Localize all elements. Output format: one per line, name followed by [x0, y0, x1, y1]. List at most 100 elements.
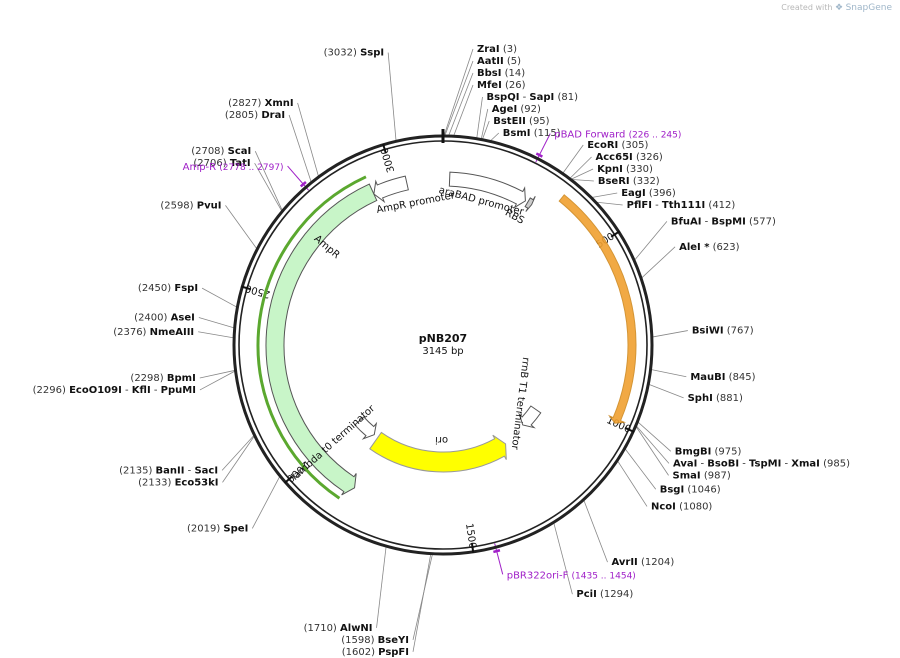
- restriction-site-label[interactable]: (2400) AseI: [134, 313, 195, 324]
- restriction-site-label[interactable]: PciI (1294): [576, 589, 633, 600]
- site-leader-line: [482, 120, 490, 139]
- restriction-site-label[interactable]: BsmI (115): [503, 128, 561, 139]
- tick-mark: [382, 143, 387, 154]
- restriction-site-label[interactable]: (2298) BpmI: [130, 373, 195, 384]
- restriction-site-label[interactable]: PflFI - Tth111I (412): [627, 200, 736, 211]
- restriction-site-label[interactable]: (2133) Eco53kI: [138, 477, 218, 488]
- restriction-site-label[interactable]: (3032) SspI: [324, 48, 385, 59]
- restriction-site-label[interactable]: (1710) AlwNI: [304, 623, 373, 634]
- enzyme-name: AgeI: [492, 104, 517, 115]
- restriction-site-label[interactable]: NcoI (1080): [651, 501, 712, 512]
- enzyme-name: SacI: [194, 465, 218, 476]
- site-leader-line: [490, 132, 500, 141]
- restriction-site-label[interactable]: (2708) ScaI: [191, 146, 251, 157]
- restriction-site-label[interactable]: SphI (881): [688, 393, 743, 404]
- enzyme-name: AatII: [477, 56, 504, 67]
- site-position: (2598): [160, 200, 193, 211]
- site-position: (1294): [600, 589, 633, 600]
- arabad-promoter-arrow: [448, 171, 526, 209]
- tick-mark: [610, 230, 621, 238]
- restriction-site-label[interactable]: (1602) PspFI: [342, 647, 409, 658]
- site-position: (81): [557, 92, 578, 103]
- restriction-site-label[interactable]: (2805) DraI: [225, 110, 285, 121]
- primer-label[interactable]: pBAD Forward (226 .. 245): [554, 130, 681, 141]
- restriction-site-label[interactable]: ZraI (3): [477, 44, 517, 55]
- restriction-site-label[interactable]: SmaI (987): [673, 470, 731, 481]
- ori-feature-arrow: [369, 431, 507, 473]
- site-position: (845): [729, 372, 756, 383]
- tick-mark: [470, 542, 475, 553]
- plasmid-name: pNB207: [419, 332, 467, 345]
- site-leader-line: [617, 461, 648, 507]
- restriction-site-label[interactable]: BsgI (1046): [660, 484, 721, 495]
- restriction-site-label[interactable]: AatII (5): [477, 56, 521, 67]
- restriction-site-label[interactable]: (2296) EcoO109I - KflI - PpuMI: [33, 385, 196, 396]
- site-leader-line: [412, 554, 432, 652]
- site-leader-line: [225, 205, 257, 249]
- enzyme-name: ScaI: [228, 146, 252, 157]
- restriction-site-label[interactable]: BsiWI (767): [692, 326, 754, 337]
- restriction-site-label[interactable]: (2450) FspI: [138, 283, 198, 294]
- separator: -: [122, 385, 132, 396]
- site-leader-line: [592, 192, 618, 198]
- restriction-site-label[interactable]: (2598) PvuI: [160, 200, 221, 211]
- restriction-site-label[interactable]: AvrII (1204): [612, 557, 675, 568]
- restriction-site-label[interactable]: BseRI (332): [598, 176, 660, 187]
- site-leader-line: [444, 60, 474, 136]
- primer-label[interactable]: Amp-R (2778 .. 2797): [183, 162, 284, 173]
- site-leader-lines: [198, 48, 688, 652]
- restriction-site-label[interactable]: AleI * (623): [679, 242, 740, 253]
- restriction-site-label[interactable]: BstEII (95): [493, 116, 549, 127]
- site-leader-line: [199, 370, 235, 391]
- restriction-site-label[interactable]: (2706) TatI: [193, 158, 250, 169]
- site-position: (2827): [228, 98, 261, 109]
- site-leader-line: [634, 221, 668, 261]
- restriction-site-label[interactable]: KpnI (330): [597, 164, 653, 175]
- site-position: (2400): [134, 313, 167, 324]
- enzyme-name: PpuMI: [161, 385, 196, 396]
- restriction-site-label[interactable]: MauBI (845): [690, 372, 755, 383]
- primer-range: (2778 .. 2797): [219, 163, 283, 173]
- enzyme-name: PciI: [576, 589, 596, 600]
- tick-mark: [241, 285, 252, 291]
- restriction-site-label[interactable]: BbsI (14): [477, 68, 525, 79]
- site-position: (1710): [304, 623, 337, 634]
- site-leader-line: [596, 201, 623, 206]
- site-leader-line: [572, 179, 594, 182]
- primer-site-mark: [299, 181, 307, 188]
- site-position: (92): [520, 104, 541, 115]
- restriction-site-label[interactable]: EagI (396): [621, 188, 676, 199]
- site-leader-line: [221, 435, 254, 471]
- restriction-site-label[interactable]: (2019) SpeI: [187, 523, 248, 534]
- separator: -: [697, 458, 707, 469]
- restriction-site-label[interactable]: (2827) XmnI: [228, 98, 293, 109]
- restriction-site-label[interactable]: (1598) BseYI: [341, 635, 409, 646]
- restriction-site-label[interactable]: BfuAI - BspMI (577): [671, 216, 776, 227]
- site-position: (330): [626, 164, 653, 175]
- restriction-site-label[interactable]: (2135) BanII - SacI: [119, 465, 218, 476]
- plasmid-size: 3145 bp: [422, 346, 463, 357]
- site-position: (2135): [119, 465, 152, 476]
- site-position: (1602): [342, 647, 375, 658]
- restriction-site-label[interactable]: AgeI (92): [492, 104, 541, 115]
- tick-label: 3000: [379, 146, 397, 174]
- restriction-site-label[interactable]: BmgBI (975): [675, 446, 742, 457]
- restriction-site-label[interactable]: BspQI - SapI (81): [486, 92, 578, 103]
- site-position: (623): [713, 242, 740, 253]
- enzyme-name: BpmI: [167, 373, 196, 384]
- enzyme-name: ZraI: [477, 44, 500, 55]
- restriction-site-label[interactable]: MfeI (26): [477, 80, 526, 91]
- restriction-site-label[interactable]: Acc65I (326): [596, 152, 663, 163]
- separator: -: [701, 216, 711, 227]
- site-leader-line: [570, 156, 592, 179]
- restriction-site-label[interactable]: AvaI - BsoBI - TspMI - XmaI (985): [673, 458, 850, 469]
- enzyme-name: SpeI: [223, 523, 248, 534]
- primer-label[interactable]: pBR322ori-F (1435 .. 1454): [507, 570, 636, 581]
- enzyme-name: DraI: [261, 110, 285, 121]
- enzyme-name: BbsI: [477, 68, 501, 79]
- restriction-site-label[interactable]: EcoRI (305): [587, 140, 648, 151]
- site-position: (332): [633, 176, 660, 187]
- restriction-site-label[interactable]: (2376) NmeAIII: [113, 327, 194, 338]
- primer-range: (1435 .. 1454): [572, 571, 636, 581]
- site-position: (305): [621, 140, 648, 151]
